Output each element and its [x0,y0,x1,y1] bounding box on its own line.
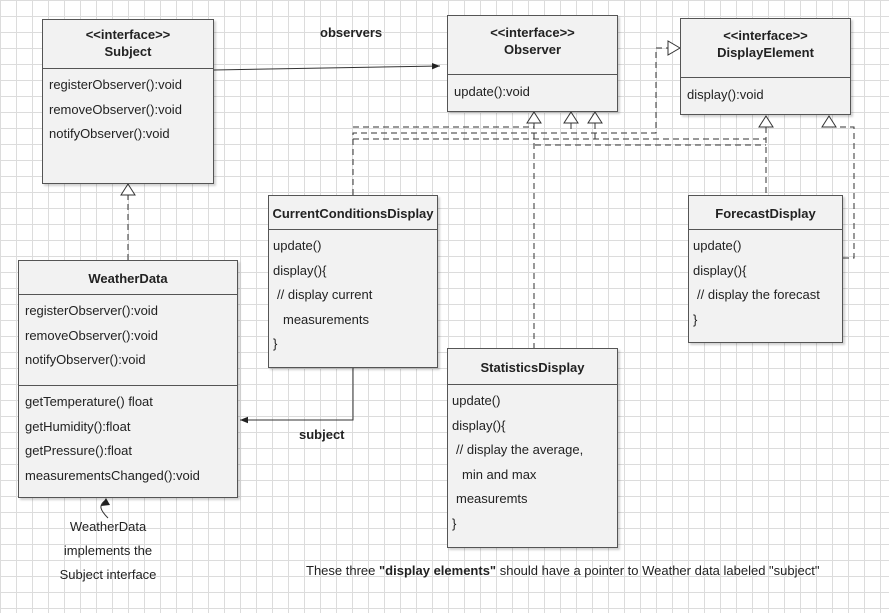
observer-stereotype: <<interface>> [490,25,575,40]
subject-association-label: subject [299,427,345,442]
weather-data-operation: getPressure():float [25,443,132,458]
code-line: display(){ [452,417,506,433]
current-conditions-display-class[interactable]: CurrentConditionsDisplay update() displa… [268,195,438,368]
code-line: min and max [462,466,537,482]
subject-stereotype: <<interface>> [85,27,171,42]
current-conditions-realization [352,47,668,195]
code-line: // display current [277,287,373,302]
realization-head-observer-b [563,111,579,124]
weather-data-operations: getTemperature() float getHumidity():flo… [19,385,237,488]
weather-data-method: removeObserver():void [25,327,158,343]
note-line: Subject interface [59,567,157,582]
subject-method: registerObserver():void [49,77,182,92]
caption-text-bold: "display elements" [379,563,497,578]
realization-head-displayelement-left [667,40,681,56]
code-line: display(){ [273,262,327,278]
forecast-name: ForecastDisplay [715,206,816,221]
code-line: update() [273,238,322,253]
subject-name: Subject [104,44,152,59]
display-element-stereotype: <<interface>> [723,28,808,43]
caption-text-before: These three [306,563,379,578]
code-line: // display the average, [456,442,584,457]
weather-data-operation: measurementsChanged():void [25,467,200,483]
code-line: display(){ [693,262,747,278]
realization-head-displayelement-a [758,115,774,128]
current-conditions-header: CurrentConditionsDisplay [269,196,437,230]
weather-data-operation: getTemperature() float [25,394,153,409]
weather-data-methods: registerObserver():void removeObserver()… [19,295,237,385]
code-line: } [452,515,457,531]
forecast-header: ForecastDisplay [689,196,842,230]
display-element-name: DisplayElement [717,45,814,60]
caption-text-after: should have a pointer to Weather data la… [496,563,820,578]
observer-methods: update():void [448,75,617,105]
statistics-display-class[interactable]: StatisticsDisplay update() display(){ //… [447,348,618,548]
display-element-interface[interactable]: <<interface>> DisplayElement display():v… [680,18,851,115]
code-line: // display the forecast [697,287,820,302]
subject-observers-association [213,62,441,71]
weather-data-name: WeatherData [88,271,168,286]
display-element-method: display():void [687,87,764,102]
note-pointer-head [101,498,110,506]
realization-head-observer-a [526,111,542,124]
current-conditions-subject-association [240,368,354,424]
observer-interface[interactable]: <<interface>> Observer update():void [447,15,618,112]
statistics-name: StatisticsDisplay [480,360,585,375]
subject-method: removeObserver():void [49,101,182,117]
code-line: update() [452,393,501,408]
code-line: update() [693,238,742,253]
note-line: WeatherData [69,519,147,534]
statistics-body: update() display(){ // display the avera… [448,385,617,536]
observer-name: Observer [503,42,562,57]
forecast-display-class[interactable]: ForecastDisplay update() display(){ // d… [688,195,843,343]
weather-data-note: WeatherData implements the Subject inter… [48,515,168,587]
realization-head-subject [120,183,136,196]
weather-data-header: WeatherData [19,261,237,295]
display-element-header: <<interface>> DisplayElement [681,19,850,78]
realization-head-observer-c [587,111,603,124]
observer-method: update():void [454,84,530,99]
weather-data-operation: getHumidity():float [25,418,131,434]
forecast-body: update() display(){ // display the forec… [689,230,842,332]
code-line: } [273,336,278,351]
statistics-header: StatisticsDisplay [448,349,617,385]
subject-header: <<interface>> Subject [43,20,213,69]
code-line: measuremts [456,491,528,506]
weather-data-class[interactable]: WeatherData registerObserver():void remo… [18,260,238,498]
diagram-caption: These three "display elements" should ha… [306,563,819,578]
observer-header: <<interface>> Observer [448,16,617,75]
subject-interface[interactable]: <<interface>> Subject registerObserver()… [42,19,214,184]
current-conditions-name: CurrentConditionsDisplay [272,206,434,221]
forecast-displayelement-realization [829,126,855,259]
subject-method: notifyObserver():void [49,126,170,141]
code-line: } [693,311,698,327]
weather-data-method: notifyObserver():void [25,352,146,367]
display-element-methods: display():void [681,78,850,108]
current-conditions-body: update() display(){ // display current m… [269,230,437,357]
subject-methods: registerObserver():void removeObserver()… [43,69,213,147]
note-line: implements the [63,543,153,558]
weather-data-method: registerObserver():void [25,303,158,318]
observers-association-label: observers [320,25,383,40]
code-line: measurements [283,311,369,327]
realization-head-displayelement-b [821,115,837,128]
